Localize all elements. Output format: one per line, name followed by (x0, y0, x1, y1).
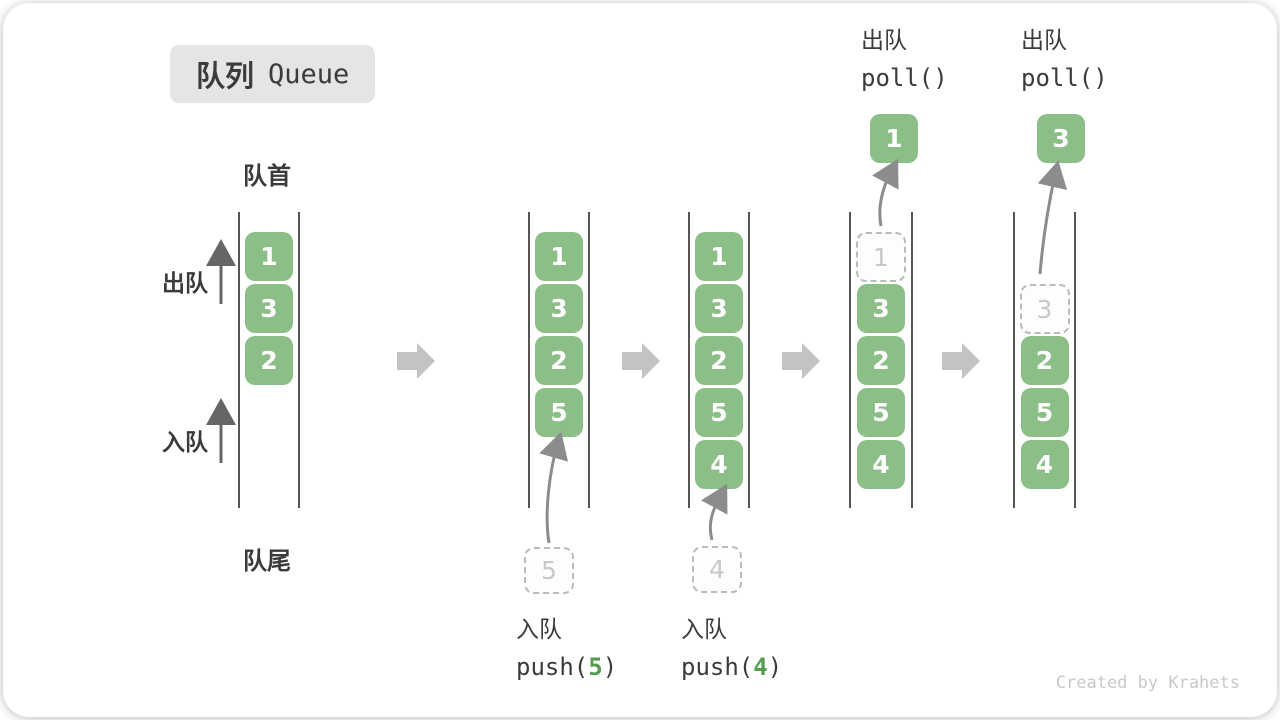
label-queue-rear: 队尾 (243, 547, 291, 575)
queue-item: 1 (695, 232, 743, 281)
queue-state-initial: 1 3 2 (238, 212, 300, 508)
poll3-label: 出队 (1021, 28, 1067, 54)
queue-wall-left (238, 212, 240, 508)
title-zh: 队列 (196, 59, 255, 93)
label-dequeue: 出队 (162, 271, 208, 297)
watermark: Created by Krahets (1055, 673, 1240, 693)
incoming-item-box: 4 (692, 546, 742, 593)
poll1-caption: 出队 poll() (861, 28, 948, 92)
push4-label: 入队 (681, 617, 727, 643)
queue-item-ghost: 3 (1019, 284, 1070, 334)
queue-state-after-push-4: 1 3 2 5 4 (688, 212, 750, 508)
push5-code: push(5) (516, 653, 618, 681)
queue-wall-left (688, 212, 690, 508)
queue-item: 1 (535, 232, 583, 281)
label-enqueue: 入队 (162, 430, 208, 456)
queue-item: 3 (695, 284, 743, 333)
push5-caption: 入队 push(5) (516, 617, 618, 681)
poll3-code: poll() (1021, 64, 1108, 92)
queue-item: 5 (857, 388, 905, 437)
queue-wall-right (748, 212, 750, 508)
queue-state-after-push-5: 1 3 2 5 (528, 212, 590, 508)
queue-item: 3 (857, 284, 905, 333)
diagram-card (3, 3, 1277, 717)
title-en: Queue (268, 58, 350, 90)
queue-state-after-poll-3: 3 2 5 4 (1013, 212, 1076, 508)
push4-code: push(4) (681, 653, 783, 681)
queue-wall-right (298, 212, 300, 508)
queue-wall-right (911, 212, 913, 508)
title-badge: 队列 Queue (170, 45, 376, 103)
polled-item-box: 1 (870, 114, 918, 163)
queue-wall-right (588, 212, 590, 508)
queue-item: 2 (1020, 336, 1069, 385)
queue-item: 5 (535, 388, 583, 437)
queue-item: 2 (245, 336, 293, 385)
push5-label: 入队 (516, 617, 562, 643)
polled-item-box: 3 (1037, 114, 1085, 163)
queue-item: 4 (1020, 440, 1069, 489)
incoming-item-box: 5 (524, 547, 574, 594)
queue-wall-left (1013, 212, 1015, 508)
queue-item: 4 (695, 440, 743, 489)
queue-item: 4 (857, 440, 905, 489)
queue-state-after-poll-1: 1 3 2 5 4 (849, 212, 913, 508)
queue-item: 2 (857, 336, 905, 385)
push4-caption: 入队 push(4) (681, 617, 783, 681)
queue-item: 5 (695, 388, 743, 437)
queue-item: 5 (1020, 388, 1069, 437)
label-queue-front: 队首 (243, 162, 291, 190)
queue-item: 3 (535, 284, 583, 333)
queue-item-ghost: 1 (856, 232, 906, 282)
queue-item: 1 (245, 232, 293, 281)
queue-wall-right (1074, 212, 1076, 508)
queue-item: 2 (535, 336, 583, 385)
poll1-code: poll() (861, 64, 948, 92)
queue-wall-left (849, 212, 851, 508)
queue-wall-left (528, 212, 530, 508)
poll3-caption: 出队 poll() (1021, 28, 1108, 92)
queue-item: 2 (695, 336, 743, 385)
poll1-label: 出队 (861, 28, 907, 54)
queue-item: 3 (245, 284, 293, 333)
